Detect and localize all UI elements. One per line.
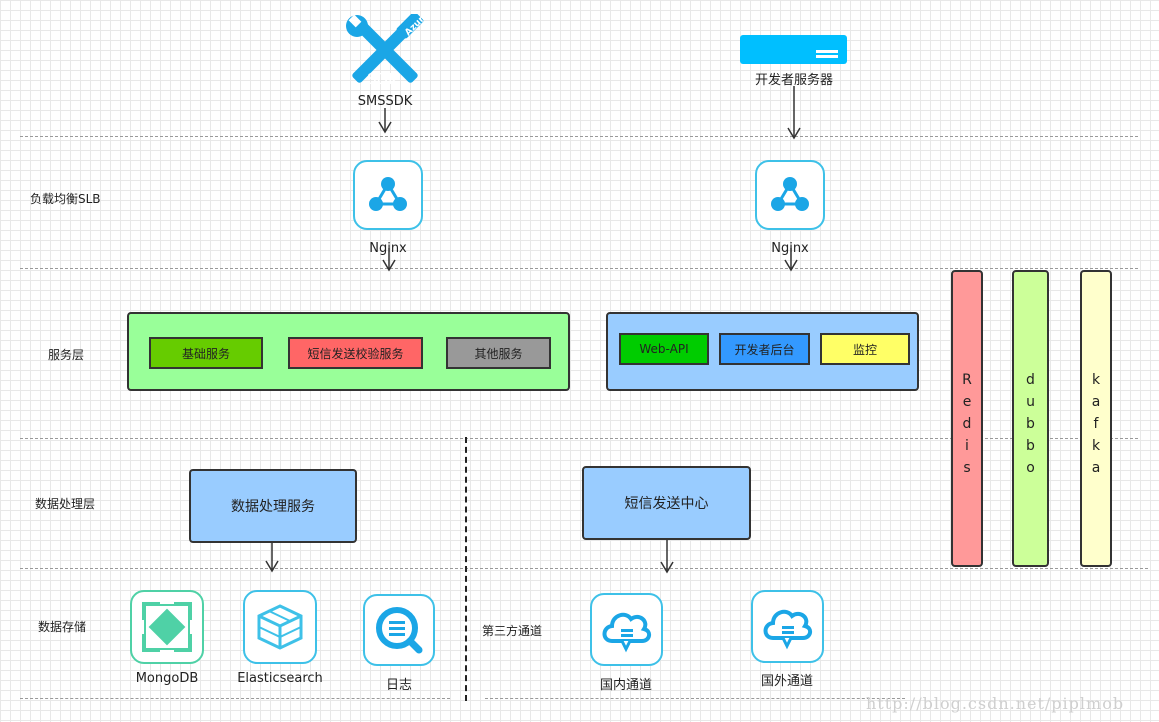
sdk-tools-icon: Azure SDK (345, 10, 431, 88)
nginx-label: Nginx (369, 241, 407, 256)
basic-service: 基础服务 (149, 337, 263, 369)
sms-sending-center: 短信发送中心 (582, 466, 751, 540)
arrow (787, 86, 801, 140)
domestic-channel-label: 国内通道 (599, 678, 652, 693)
sdk-icon-text: SDK (367, 70, 399, 86)
cloud-chat-icon (590, 593, 663, 666)
web-api-service: Web-API (619, 333, 709, 365)
elasticsearch-label: Elasticsearch (237, 671, 323, 686)
server-label: 开发者服务器 (754, 73, 833, 88)
separator-line (20, 698, 450, 699)
layer-label-service: 服务层 (48, 348, 85, 362)
elasticsearch-icon (243, 590, 317, 664)
arrow (378, 108, 392, 134)
overseas-channel-label: 国外通道 (760, 674, 813, 689)
service-group-developer: Web-API 开发者后台 监控 (606, 312, 919, 391)
other-service: 其他服务 (446, 337, 551, 369)
kafka-bar: kafka (1080, 270, 1112, 567)
sdk-label: SMSSDK (357, 94, 413, 109)
arrow (660, 540, 674, 574)
kafka-label: kafka (1088, 372, 1104, 482)
data-processing-service: 数据处理服务 (189, 469, 357, 543)
third-party-label: 第三方通道 (482, 624, 543, 638)
separator-line (20, 568, 1148, 569)
server-icon (740, 35, 848, 65)
arrow (784, 248, 798, 272)
redis-label: Redis (959, 372, 975, 482)
service-group-core: 基础服务 短信发送校验服务 其他服务 (127, 312, 570, 391)
arrow (265, 543, 279, 573)
separator-line (20, 136, 1138, 137)
log-label: 日志 (385, 678, 412, 693)
separator-line (485, 698, 905, 699)
cloud-chat-icon (751, 590, 824, 663)
dubbo-bar: dubbo (1012, 270, 1049, 567)
arrow (382, 248, 396, 272)
nginx-label: Nginx (771, 241, 809, 256)
layer-label-processing: 数据处理层 (35, 497, 96, 511)
log-search-icon (363, 594, 435, 666)
mongodb-label: MongoDB (135, 671, 199, 686)
watermark: http://blog.csdn.net/piplmob (866, 694, 1125, 713)
developer-backend-service: 开发者后台 (719, 333, 810, 365)
sms-verify-service: 短信发送校验服务 (288, 337, 423, 369)
separator-line (20, 438, 1138, 439)
nginx-icon (755, 160, 825, 230)
redis-bar: Redis (951, 270, 983, 567)
mongodb-icon (130, 590, 204, 664)
separator-line (20, 268, 1138, 269)
nginx-icon (353, 160, 423, 230)
monitor-service: 监控 (820, 333, 910, 365)
dubbo-label: dubbo (1022, 372, 1039, 482)
layer-label-slb: 负载均衡SLB (30, 192, 101, 206)
vertical-divider (465, 437, 467, 701)
layer-label-storage: 数据存储 (38, 620, 87, 634)
